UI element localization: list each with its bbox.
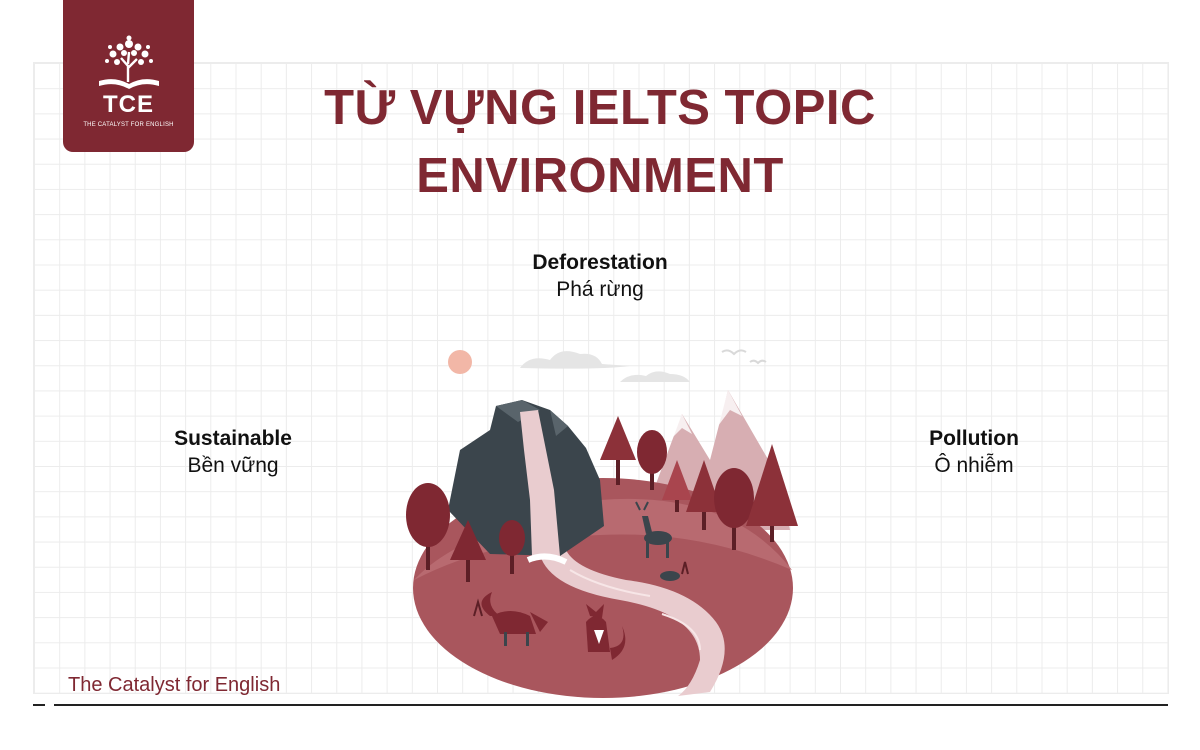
logo-badge[interactable]: TCE THE CATALYST FOR ENGLISH <box>63 0 194 152</box>
waterfall-shape <box>520 410 560 556</box>
tree-icon <box>714 468 754 550</box>
footer-divider-short <box>33 704 45 706</box>
deer-icon <box>635 501 672 558</box>
fox-icon <box>481 592 548 646</box>
tree-icon <box>637 430 667 490</box>
bird-icon <box>721 349 747 356</box>
vocab-term: Deforestation <box>532 251 668 274</box>
tree-icon <box>662 460 692 512</box>
logo-tagline: THE CATALYST FOR ENGLISH <box>83 122 174 128</box>
vocab-sustainable: Sustainable Bền vững <box>133 426 333 479</box>
footer-brand: The Catalyst for English <box>68 674 281 696</box>
nature-illustration <box>406 349 798 698</box>
footer-divider <box>54 704 1168 706</box>
tree-icon <box>686 460 722 530</box>
page-title: TỪ VỰNG IELTS TOPIC ENVIRONMENT <box>230 74 970 210</box>
tree-icon <box>450 520 486 582</box>
bird-icon <box>749 359 767 365</box>
tree-icon <box>746 444 798 542</box>
sun-icon <box>448 350 472 374</box>
logo-mark: TCE <box>103 91 154 118</box>
vocab-pollution: Pollution Ô nhiễm <box>874 426 1074 479</box>
tree-book-icon <box>99 35 159 89</box>
cloud-icon <box>520 351 630 369</box>
vocab-translation: Bền vững <box>187 454 279 477</box>
title-line-2: ENVIRONMENT <box>416 149 784 203</box>
rock-cliff <box>448 400 604 556</box>
vocab-deforestation: Deforestation Phá rừng <box>500 250 700 303</box>
tree-icon <box>499 520 525 574</box>
vocab-term: Pollution <box>929 427 1019 450</box>
river-shape <box>540 550 725 696</box>
title-line-1: TỪ VỰNG IELTS TOPIC <box>324 81 876 135</box>
vocab-translation: Ô nhiễm <box>934 454 1014 477</box>
tree-icon <box>406 483 450 570</box>
tree-icon <box>600 416 636 485</box>
fox-icon <box>586 604 626 660</box>
vocab-term: Sustainable <box>174 427 292 450</box>
vocab-translation: Phá rừng <box>556 278 644 301</box>
cloud-icon <box>620 371 690 382</box>
